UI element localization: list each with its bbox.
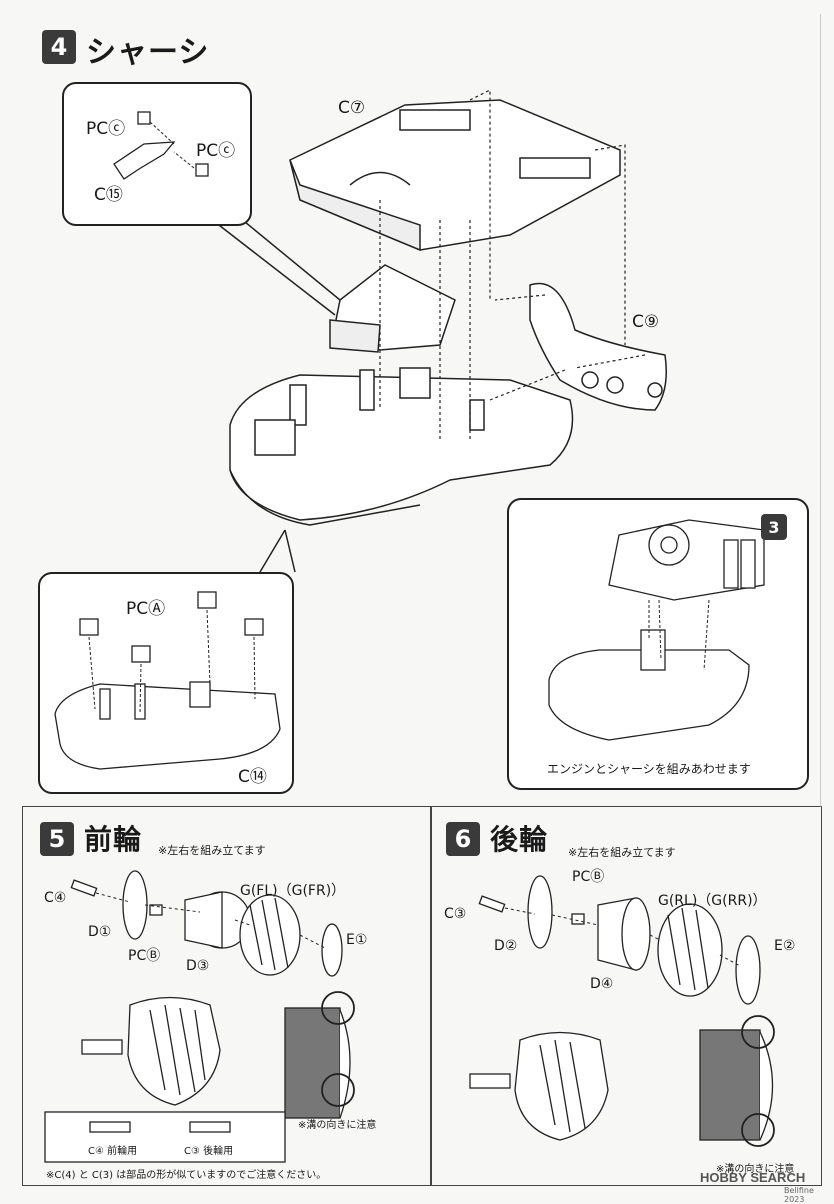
step4-callout-c14: PCⒶ C⑭ (38, 572, 294, 794)
s5-groove-note: ※溝の向きに注意 (298, 1120, 377, 1131)
s5-bottom-note: ※C(4) と C(3) は部品の形が似ていますのでご注意ください。 (46, 1170, 327, 1181)
s6-label-g: G(RL)（G(RR)） (658, 893, 767, 909)
step5-note: ※左右を組み立てます (158, 844, 266, 857)
s5-label-d1: D① (88, 924, 112, 940)
credit: Bellfine 2023 (784, 1186, 814, 1204)
s6-label-e2: E② (774, 938, 796, 954)
step6-title: 後輪 (490, 823, 549, 856)
step4-callout-c15: PCⓒ PCⓒ C⑮ (62, 82, 252, 226)
step4-badge: 4 (42, 30, 76, 64)
s6-groove-note: ※溝の向きに注意 (716, 1164, 795, 1175)
s5-label-pc-b: PCⒷ (128, 948, 161, 964)
step6-note: ※左右を組み立てます (568, 846, 676, 859)
label-c7: C⑦ (338, 98, 366, 118)
s5-label-c4: C④ (44, 890, 67, 906)
s5-label-g: G(FL)（G(FR)） (240, 883, 346, 899)
label-pc-c-left: PCⓒ (86, 119, 126, 139)
label-c15: C⑮ (94, 185, 123, 205)
s6-label-d4: D④ (590, 976, 614, 992)
s5-label-e1: E① (346, 932, 368, 948)
page-frame (22, 14, 821, 807)
hobby-search-watermark: HOBBY SEARCH (700, 1170, 806, 1185)
label-pc-a: PCⒶ (126, 599, 166, 619)
step4-title: シャーシ (86, 35, 210, 70)
label-c14: C⑭ (238, 767, 267, 787)
step5-title: 前輪 (84, 823, 143, 856)
engine-box-caption: エンジンとシャーシを組みあわせます (547, 762, 751, 776)
s5-label-d3: D③ (186, 958, 210, 974)
s6-label-d2: D② (494, 938, 518, 954)
step4-engine-box: 3 エンジンとシャーシを組みあわせます (507, 498, 809, 790)
label-c9: C⑨ (632, 312, 660, 332)
step3-ref-badge: 3 (761, 514, 787, 540)
s6-label-pc-b: PCⒷ (572, 869, 605, 885)
s5-legend-front: C④ 前輪用 (88, 1146, 138, 1157)
s5-legend-rear: C③ 後輪用 (184, 1146, 234, 1157)
s6-label-c3: C③ (444, 906, 467, 922)
label-pc-c-right: PCⓒ (196, 141, 236, 161)
step5-badge: 5 (40, 822, 74, 856)
step6-badge: 6 (446, 822, 480, 856)
